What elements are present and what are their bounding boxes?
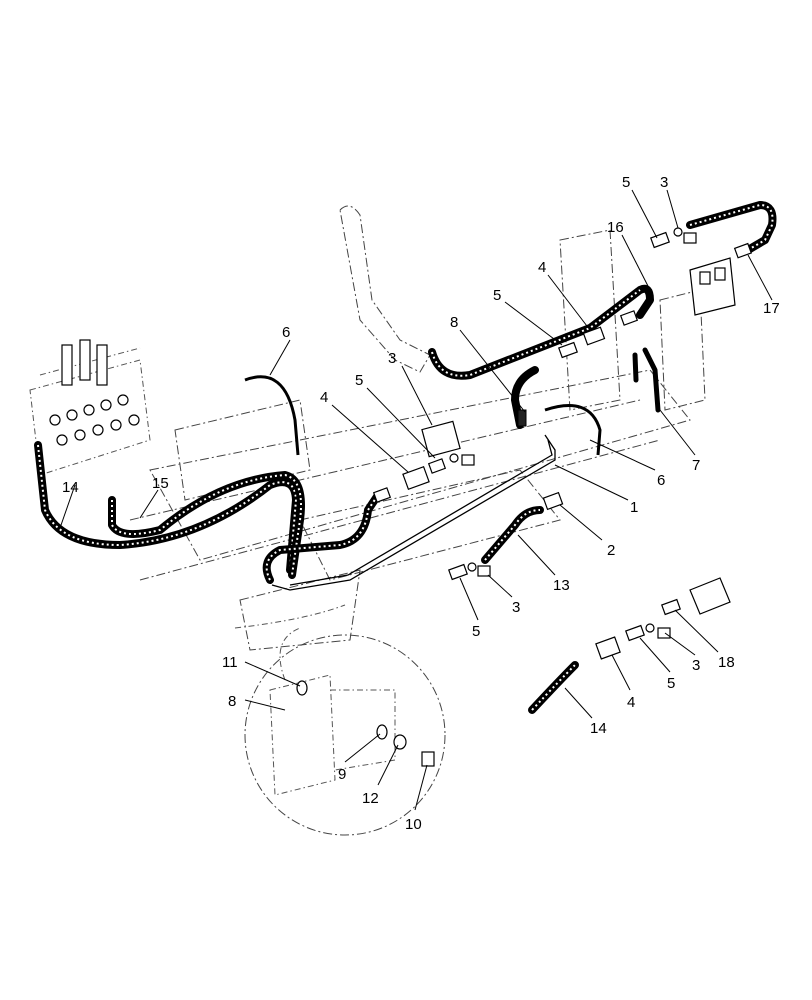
- hose-7: [632, 347, 661, 413]
- hose-15: [108, 471, 305, 579]
- callout-5-top-right: 5: [622, 174, 630, 191]
- hose-14-left: [34, 441, 300, 574]
- hose-top-right: [686, 201, 777, 254]
- callout-5-mid: 5: [355, 372, 363, 389]
- hose-14-right: [528, 661, 579, 714]
- callout-6-left: 6: [282, 324, 290, 341]
- callout-2: 2: [607, 542, 615, 559]
- callout-18: 18: [718, 654, 735, 671]
- callout-3-lower-left: 3: [512, 599, 520, 616]
- callout-5-lower-left: 5: [472, 623, 480, 640]
- callout-4-lower: 4: [627, 694, 635, 711]
- callout-1: 1: [630, 499, 638, 516]
- callout-8-inset: 8: [228, 693, 236, 710]
- callout-17: 17: [763, 300, 780, 317]
- callout-12: 12: [362, 790, 379, 807]
- callout-3-mid: 3: [388, 350, 396, 367]
- callout-4-upper: 4: [538, 259, 546, 276]
- callout-5-upper: 5: [493, 287, 501, 304]
- detail-inset: [234, 604, 446, 836]
- callout-3-lower-right: 3: [692, 657, 700, 674]
- chassis-outline: [129, 205, 706, 651]
- callout-9: 9: [338, 766, 346, 783]
- callout-3-top-right: 3: [660, 174, 668, 191]
- hose-16-upper: [428, 284, 654, 380]
- callout-5-lower-right: 5: [667, 675, 675, 692]
- callout-14-right: 14: [590, 720, 607, 737]
- callout-16: 16: [607, 219, 624, 236]
- callout-6-right: 6: [657, 472, 665, 489]
- clamp-6-left: [244, 375, 300, 456]
- callout-15: 15: [152, 475, 169, 492]
- steel-tube-1: [271, 434, 556, 591]
- callout-4-mid: 4: [320, 389, 328, 406]
- callout-14-left: 14: [62, 479, 79, 496]
- hose-lower-loop: [262, 491, 382, 584]
- hose-13: [481, 506, 544, 564]
- leader-lines: [59, 189, 773, 811]
- callout-8-upper: 8: [450, 314, 458, 331]
- fittings: [372, 227, 752, 660]
- callout-13: 13: [553, 577, 570, 594]
- clamp-6-right: [544, 404, 602, 456]
- callout-7: 7: [692, 457, 700, 474]
- control-valve-block: [29, 339, 151, 476]
- callout-10: 10: [405, 816, 422, 833]
- callout-11: 11: [222, 654, 238, 671]
- callout-labels: 5 3 16 4 5 17 8 6 3 5 4 7 6 14 15 1 2 13…: [62, 174, 780, 833]
